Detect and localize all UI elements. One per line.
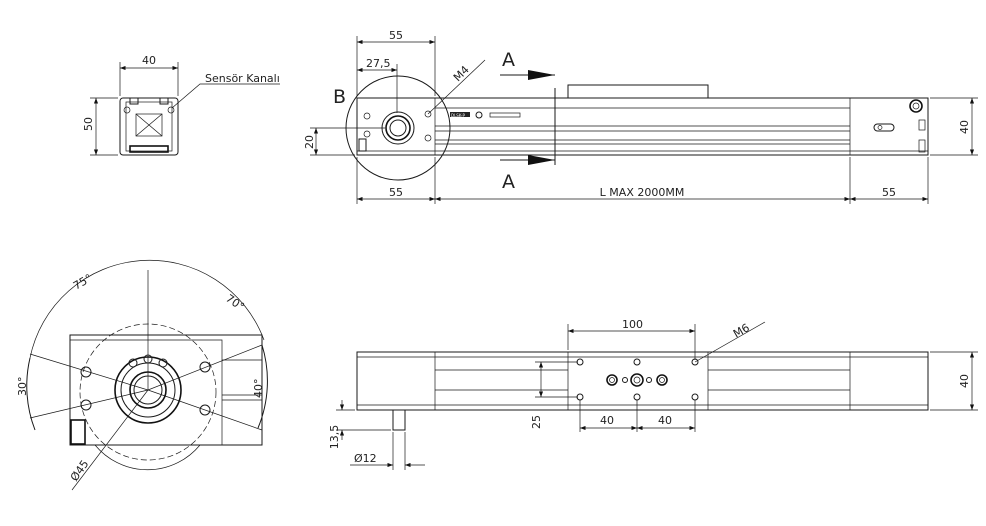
shaft-diameter-dim: Ø12 (354, 452, 377, 465)
pitch-left-dim: 40 (600, 414, 614, 427)
side-view: 100 M6 40 40 25 40 13,5 Ø12 (328, 318, 978, 470)
badge-text: DLSK-P (451, 113, 465, 118)
center-offset-dim: 27,5 (366, 57, 391, 70)
shaft-length-dim: 13,5 (328, 425, 341, 450)
rail-height-dim: 40 (958, 120, 971, 134)
end-width-top-dim: 55 (389, 29, 403, 42)
bolt-circle-label: Ø45 (68, 458, 92, 484)
product-badge (450, 112, 470, 117)
angle-30-label: 30° (16, 377, 29, 397)
section-label-bottom: A (502, 171, 515, 193)
detail-label: B (333, 86, 346, 108)
angle-70-label: 70° (223, 292, 246, 314)
axis-height-dim: 20 (303, 135, 316, 149)
thread-m6-label: M6 (731, 321, 752, 341)
section-label-top: A (502, 49, 515, 71)
angle-75-label: 75° (71, 272, 94, 293)
side-rail-height-dim: 40 (958, 374, 971, 388)
profile-view: 40 50 Sensör Kanalı (82, 54, 280, 156)
top-view: DLSK-P B M4 A A 55 27,5 20 55 L MAX 2000… (303, 29, 978, 204)
length-dim: L MAX 2000MM (600, 186, 685, 199)
sensor-channel-label: Sensör Kanalı (205, 72, 280, 85)
row-spacing-dim: 25 (530, 415, 543, 429)
end-width-right-dim: 55 (882, 186, 896, 199)
profile-height-dim: 50 (82, 117, 95, 131)
pitch-right-dim: 40 (658, 414, 672, 427)
hole-spacing-dim: 100 (622, 318, 643, 331)
thread-m4-label: M4 (451, 63, 472, 84)
end-width-left-dim: 55 (389, 186, 403, 199)
angle-40-label: 40° (252, 379, 265, 399)
profile-width-dim: 40 (142, 54, 156, 67)
end-view: 75° 70° 30° 40° Ø45 (16, 259, 268, 491)
